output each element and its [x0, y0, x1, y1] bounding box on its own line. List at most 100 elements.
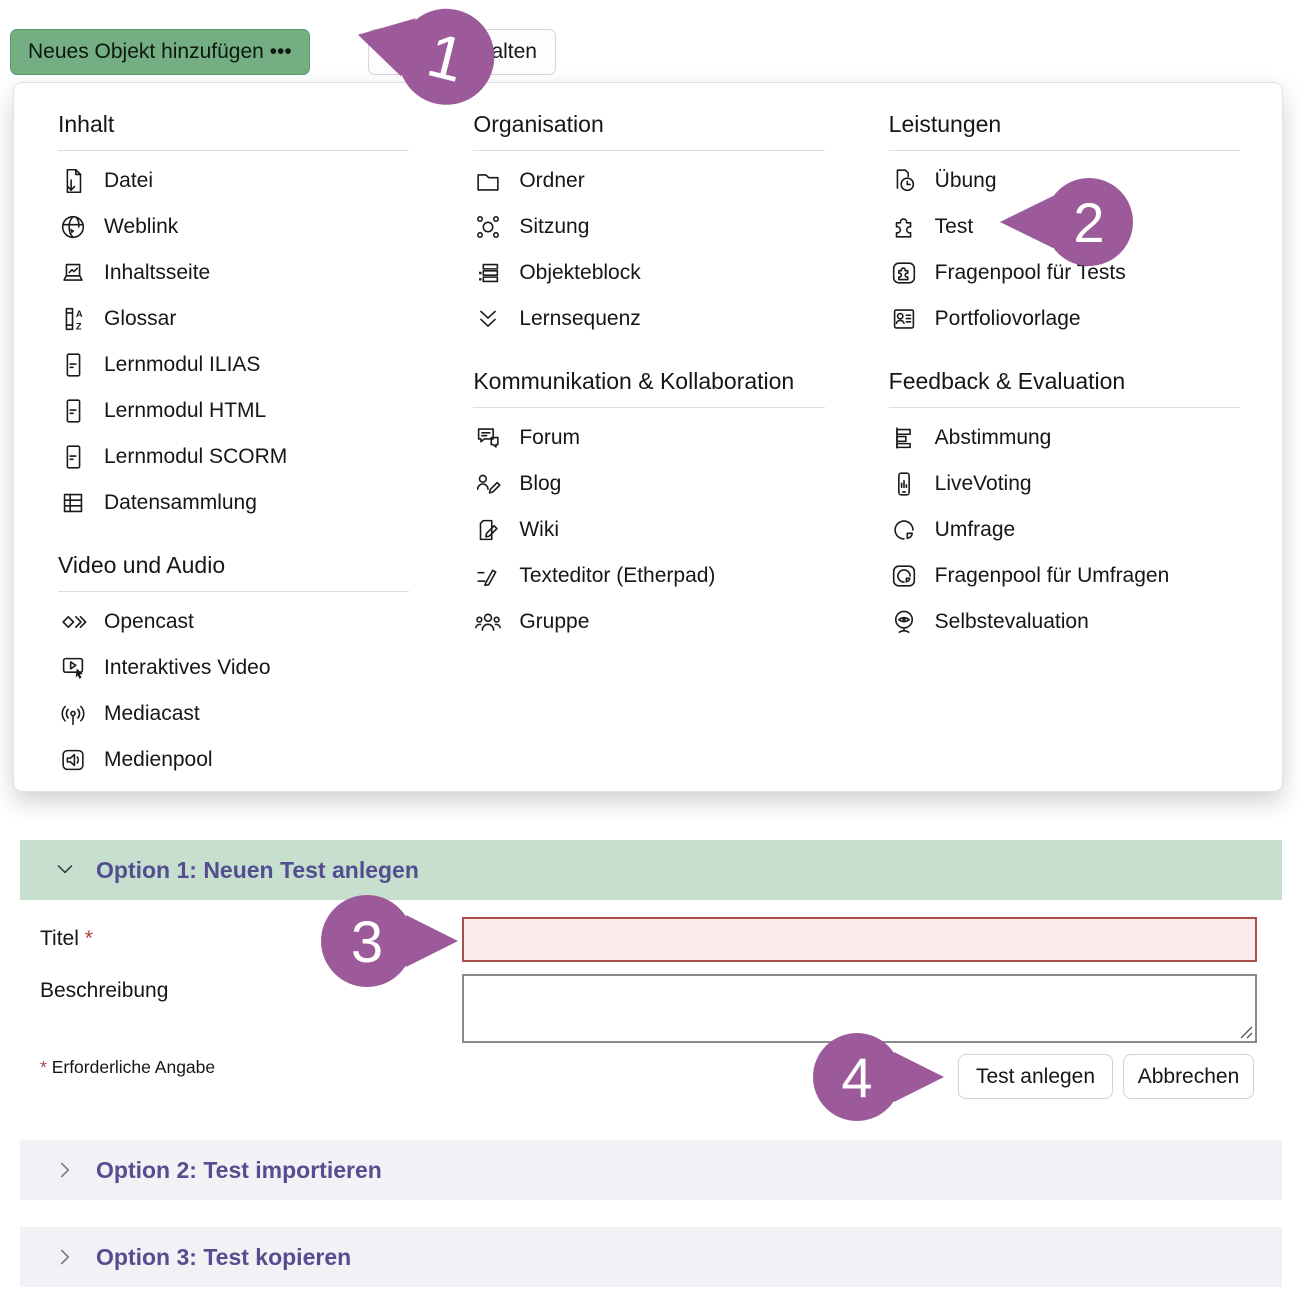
menu-item-label: Weblink: [104, 215, 179, 238]
menu-item-label: Test: [934, 215, 974, 238]
accordion-option-3-title: Option 3: Test kopieren: [96, 1243, 352, 1270]
description-label: Beschreibung: [40, 979, 169, 1002]
datensammlung-icon: [58, 488, 88, 518]
test-icon: [889, 212, 919, 242]
menu-item-ordner[interactable]: Ordner: [473, 158, 824, 204]
etherpad-icon: [473, 561, 503, 591]
menu-section-title: Kommunikation & Kollaboration: [473, 352, 825, 408]
menu-item-label: Abstimmung: [934, 426, 1052, 449]
menu-item-lernmodul-ilias[interactable]: Lernmodul ILIAS: [58, 342, 409, 388]
menu-item-weblink[interactable]: Weblink: [58, 204, 409, 250]
mediacast-icon: [58, 699, 88, 729]
create-test-button[interactable]: Test anlegen: [958, 1054, 1113, 1099]
livevoting-icon: [889, 469, 919, 499]
chevron-down-icon: [52, 857, 78, 883]
menu-item-sitzung[interactable]: Sitzung: [473, 204, 824, 250]
description-textarea[interactable]: [462, 974, 1257, 1043]
menu-item-inhaltsseite[interactable]: Inhaltsseite: [58, 250, 409, 296]
svg-text:4: 4: [841, 1046, 872, 1109]
title-input[interactable]: [462, 917, 1257, 962]
menu-section-title: Inhalt: [58, 95, 410, 151]
uebung-icon: [889, 166, 919, 196]
interaktives-video-icon: [58, 653, 88, 683]
menu-item-fragenpool-für-umfragen[interactable]: Fragenpool für Umfragen: [889, 553, 1240, 599]
sitzung-icon: [473, 212, 503, 242]
menu-item-lernsequenz[interactable]: Lernsequenz: [473, 296, 824, 342]
chevron-right-icon: [52, 1157, 78, 1183]
menu-section: Leistungen Übung Test Fragenpool für Tes…: [888, 95, 1240, 342]
svg-text:2: 2: [1073, 191, 1104, 254]
menu-grid: Inhalt Datei Weblink Inhaltsseite Glossa…: [14, 83, 1282, 793]
menu-item-label: Lernsequenz: [519, 307, 641, 330]
menu-item-opencast[interactable]: Opencast: [58, 599, 409, 645]
annotation-badge-2: 2: [995, 177, 1137, 267]
menu-item-forum[interactable]: Forum: [473, 415, 824, 461]
menu-item-blog[interactable]: Blog: [473, 461, 824, 507]
menu-item-label: Fragenpool für Tests: [934, 261, 1126, 284]
menu-item-wiki[interactable]: Wiki: [473, 507, 824, 553]
lernsequenz-icon: [473, 304, 503, 334]
menu-item-selbstevaluation[interactable]: Selbstevaluation: [889, 599, 1240, 645]
menu-item-fragenpool-für-tests[interactable]: Fragenpool für Tests: [889, 250, 1240, 296]
menu-item-label: Medienpool: [104, 748, 213, 771]
datei-icon: [58, 166, 88, 196]
menu-item-label: Wiki: [519, 518, 559, 541]
menu-section: Feedback & Evaluation Abstimmung LiveVot…: [888, 352, 1240, 645]
menu-section: Inhalt Datei Weblink Inhaltsseite Glossa…: [58, 95, 410, 526]
gruppe-icon: [473, 607, 503, 637]
title-label: Titel *: [40, 927, 93, 950]
menu-item-abstimmung[interactable]: Abstimmung: [889, 415, 1240, 461]
menu-item-portfoliovorlage[interactable]: Portfoliovorlage: [889, 296, 1240, 342]
menu-item-texteditor-etherpad-[interactable]: Texteditor (Etherpad): [473, 553, 824, 599]
weblink-icon: [58, 212, 88, 242]
menu-item-test[interactable]: Test: [889, 204, 1240, 250]
menu-list: Abstimmung LiveVoting Umfrage Fragenpool…: [889, 415, 1240, 645]
menu-item-glossar[interactable]: Glossar: [58, 296, 409, 342]
menu-item-label: Mediacast: [104, 702, 200, 725]
menu-item-label: Forum: [519, 426, 581, 449]
menu-item-livevoting[interactable]: LiveVoting: [889, 461, 1240, 507]
menu-item-medienpool[interactable]: Medienpool: [58, 737, 409, 783]
menu-section: Video und Audio Opencast Interaktives Vi…: [58, 536, 410, 783]
ordner-icon: [473, 166, 503, 196]
annotation-badge-4: 4: [812, 1032, 948, 1122]
cancel-button[interactable]: Abbrechen: [1123, 1054, 1254, 1099]
menu-item-label: Lernmodul SCORM: [104, 445, 288, 468]
menu-list: Forum Blog Wiki Texteditor (Etherpad) Gr…: [473, 415, 824, 645]
menu-item-übung[interactable]: Übung: [889, 158, 1240, 204]
accordion-option-2-header[interactable]: Option 2: Test importieren: [20, 1140, 1282, 1200]
menu-item-umfrage[interactable]: Umfrage: [889, 507, 1240, 553]
accordion-option-1-header[interactable]: Option 1: Neuen Test anlegen: [20, 840, 1282, 900]
menu-item-label: Datensammlung: [104, 491, 257, 514]
menu-column: Inhalt Datei Weblink Inhaltsseite Glossa…: [58, 95, 410, 793]
annotation-badge-3: 3: [320, 894, 462, 988]
menu-item-label: Glossar: [104, 307, 177, 330]
menu-item-gruppe[interactable]: Gruppe: [473, 599, 824, 645]
menu-item-datei[interactable]: Datei: [58, 158, 409, 204]
menu-item-interaktives-video[interactable]: Interaktives Video: [58, 645, 409, 691]
opencast-icon: [58, 607, 88, 637]
fragenpool-tests-icon: [889, 258, 919, 288]
menu-section-title: Leistungen: [888, 95, 1240, 151]
menu-item-datensammlung[interactable]: Datensammlung: [58, 480, 409, 526]
menu-list: Datei Weblink Inhaltsseite Glossar Lernm…: [58, 158, 409, 526]
lernmodul-icon: [58, 350, 88, 380]
add-object-button[interactable]: Neues Objekt hinzufügen •••: [10, 29, 310, 75]
menu-item-lernmodul-html[interactable]: Lernmodul HTML: [58, 388, 409, 434]
menu-list: Ordner Sitzung Objekteblock Lernsequenz: [473, 158, 824, 342]
accordion-option-2-title: Option 2: Test importieren: [96, 1156, 382, 1183]
menu-item-label: Blog: [519, 472, 562, 495]
chevron-right-icon: [52, 1244, 78, 1270]
menu-item-objekteblock[interactable]: Objekteblock: [473, 250, 824, 296]
menu-section-title: Feedback & Evaluation: [888, 352, 1240, 408]
portfoliovorlage-icon: [889, 304, 919, 334]
menu-item-label: Fragenpool für Umfragen: [934, 564, 1170, 587]
accordion-option-3-header[interactable]: Option 3: Test kopieren: [20, 1227, 1282, 1287]
required-asterisk: *: [84, 927, 93, 950]
menu-item-lernmodul-scorm[interactable]: Lernmodul SCORM: [58, 434, 409, 480]
lernmodul-icon: [58, 396, 88, 426]
menu-item-mediacast[interactable]: Mediacast: [58, 691, 409, 737]
lernmodul-icon: [58, 442, 88, 472]
umfrage-icon: [889, 515, 919, 545]
menu-list: Opencast Interaktives Video Mediacast Me…: [58, 599, 409, 783]
